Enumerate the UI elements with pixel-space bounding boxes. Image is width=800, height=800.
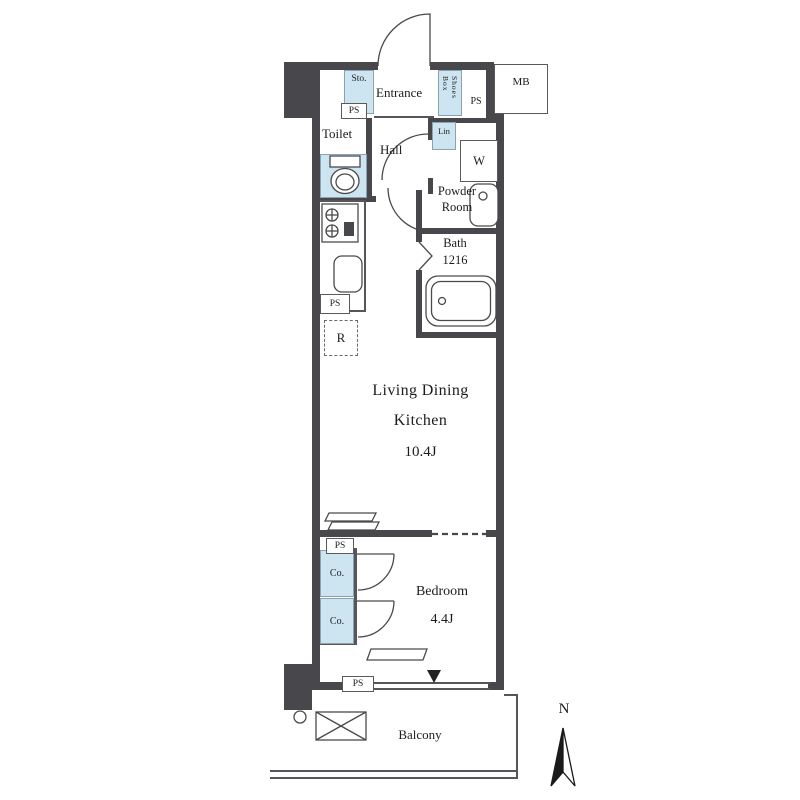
meter-box: MB	[494, 64, 548, 114]
ps-kitchen-label: PS	[329, 299, 341, 309]
washer-box: W	[460, 140, 498, 182]
sliding-door-icon-bedroom	[366, 648, 428, 661]
closet-upper-box: Co.	[320, 550, 354, 597]
room-label-bath-size: 1216	[442, 253, 468, 267]
wall-top-left	[312, 62, 378, 70]
line-entrance-step	[374, 116, 434, 118]
linen-box: Lin	[432, 122, 456, 150]
wall-top-right	[430, 62, 492, 70]
storage-label: Sto.	[351, 74, 367, 84]
room-label-bedroom: Bedroom	[415, 584, 469, 599]
powder-room-door-icon	[387, 187, 433, 233]
line-closet-bottom	[320, 643, 357, 645]
line-kitchen-counter-top	[320, 200, 366, 202]
ps-box-kitchen: PS	[320, 294, 350, 314]
room-label-balcony: Balcony	[398, 727, 442, 742]
entrance-door-icon	[377, 13, 431, 67]
meter-box-label: MB	[512, 76, 530, 88]
ps-box-bedroom: PS	[326, 538, 354, 554]
room-label-hall: Hall	[380, 142, 403, 157]
room-label-ldk-line2: Kitchen	[393, 412, 448, 429]
room-label-bedroom-size: 4.4J	[430, 612, 454, 627]
balcony-hatch-box-icon	[315, 711, 367, 741]
drain-icon	[293, 710, 307, 724]
refrigerator-label: R	[336, 330, 346, 345]
ps-toilet-label: PS	[348, 106, 360, 116]
line-balcony-top-right	[504, 694, 518, 696]
wall-toilet-right	[366, 118, 372, 202]
linen-label: Lin	[438, 126, 450, 136]
bath-folding-door-icon	[418, 241, 433, 271]
wall-hall-powder-upper	[428, 118, 433, 140]
bathtub-icon	[425, 275, 497, 327]
room-label-ldk-size: 10.4J	[404, 444, 437, 460]
room-label-toilet: Toilet	[322, 126, 353, 141]
line-balcony-rail-inner	[270, 777, 518, 779]
compass-north-label: N	[558, 701, 570, 717]
line-closet-front	[354, 548, 357, 644]
line-balcony-right	[516, 694, 518, 778]
wall-right	[496, 114, 504, 690]
shoes-box: Shoes Box	[438, 70, 462, 116]
wall-powder-top	[433, 118, 496, 123]
wall-toilet-bottom	[312, 196, 376, 202]
entry-direction-triangle	[427, 670, 441, 683]
room-label-powder-room: Powder Room	[437, 184, 477, 215]
wall-bath-left-upper	[416, 190, 422, 242]
refrigerator-space: R	[324, 320, 358, 356]
washbasin-icon	[469, 183, 499, 227]
ps-box-bottom-wall: PS	[342, 676, 374, 692]
wall-room-divider-left	[312, 530, 432, 537]
wall-room-divider-right	[486, 530, 504, 537]
wall-bottom-right-segment	[488, 682, 504, 690]
wall-bottom-left-segment	[312, 682, 344, 690]
compass-needle-icon	[550, 727, 576, 787]
closet-upper-label: Co.	[329, 568, 345, 579]
sliding-door-icon-ldk	[323, 512, 381, 531]
line-kitchen-counter-right	[364, 200, 366, 312]
ps-bedroom-label: PS	[334, 541, 346, 551]
ps-box-toilet: PS	[341, 103, 367, 119]
stove-icon	[321, 203, 359, 243]
wall-bath-left-lower	[416, 270, 422, 338]
line-balcony-rail-outer	[270, 770, 518, 772]
room-label-entrance: Entrance	[376, 85, 423, 100]
wall-column-bottom-left	[284, 664, 312, 710]
closet-door-icons	[357, 553, 395, 638]
ps-entrance-label: PS	[470, 96, 482, 107]
shoes-box-label: Shoes Box	[441, 76, 459, 99]
wall-right-upper	[486, 62, 494, 122]
toilet-icon	[329, 155, 361, 195]
washer-label: W	[473, 153, 485, 168]
wall-hall-powder-lower	[428, 178, 433, 194]
closet-lower-box: Co.	[320, 598, 354, 644]
wall-bath-bottom	[416, 332, 504, 338]
wall-bath-top	[420, 228, 496, 234]
ps-bottom-wall-label: PS	[352, 679, 364, 689]
room-label-bath: Bath	[443, 236, 467, 250]
closet-lower-label: Co.	[329, 615, 345, 627]
wall-left	[312, 62, 320, 690]
room-label-ldk-line1: Living Dining	[372, 382, 469, 399]
sink-icon	[333, 255, 363, 293]
hall-door-icon	[381, 133, 429, 181]
line-window-outer	[374, 682, 490, 684]
wall-column-top-left	[284, 62, 312, 118]
line-window-inner	[374, 688, 490, 690]
